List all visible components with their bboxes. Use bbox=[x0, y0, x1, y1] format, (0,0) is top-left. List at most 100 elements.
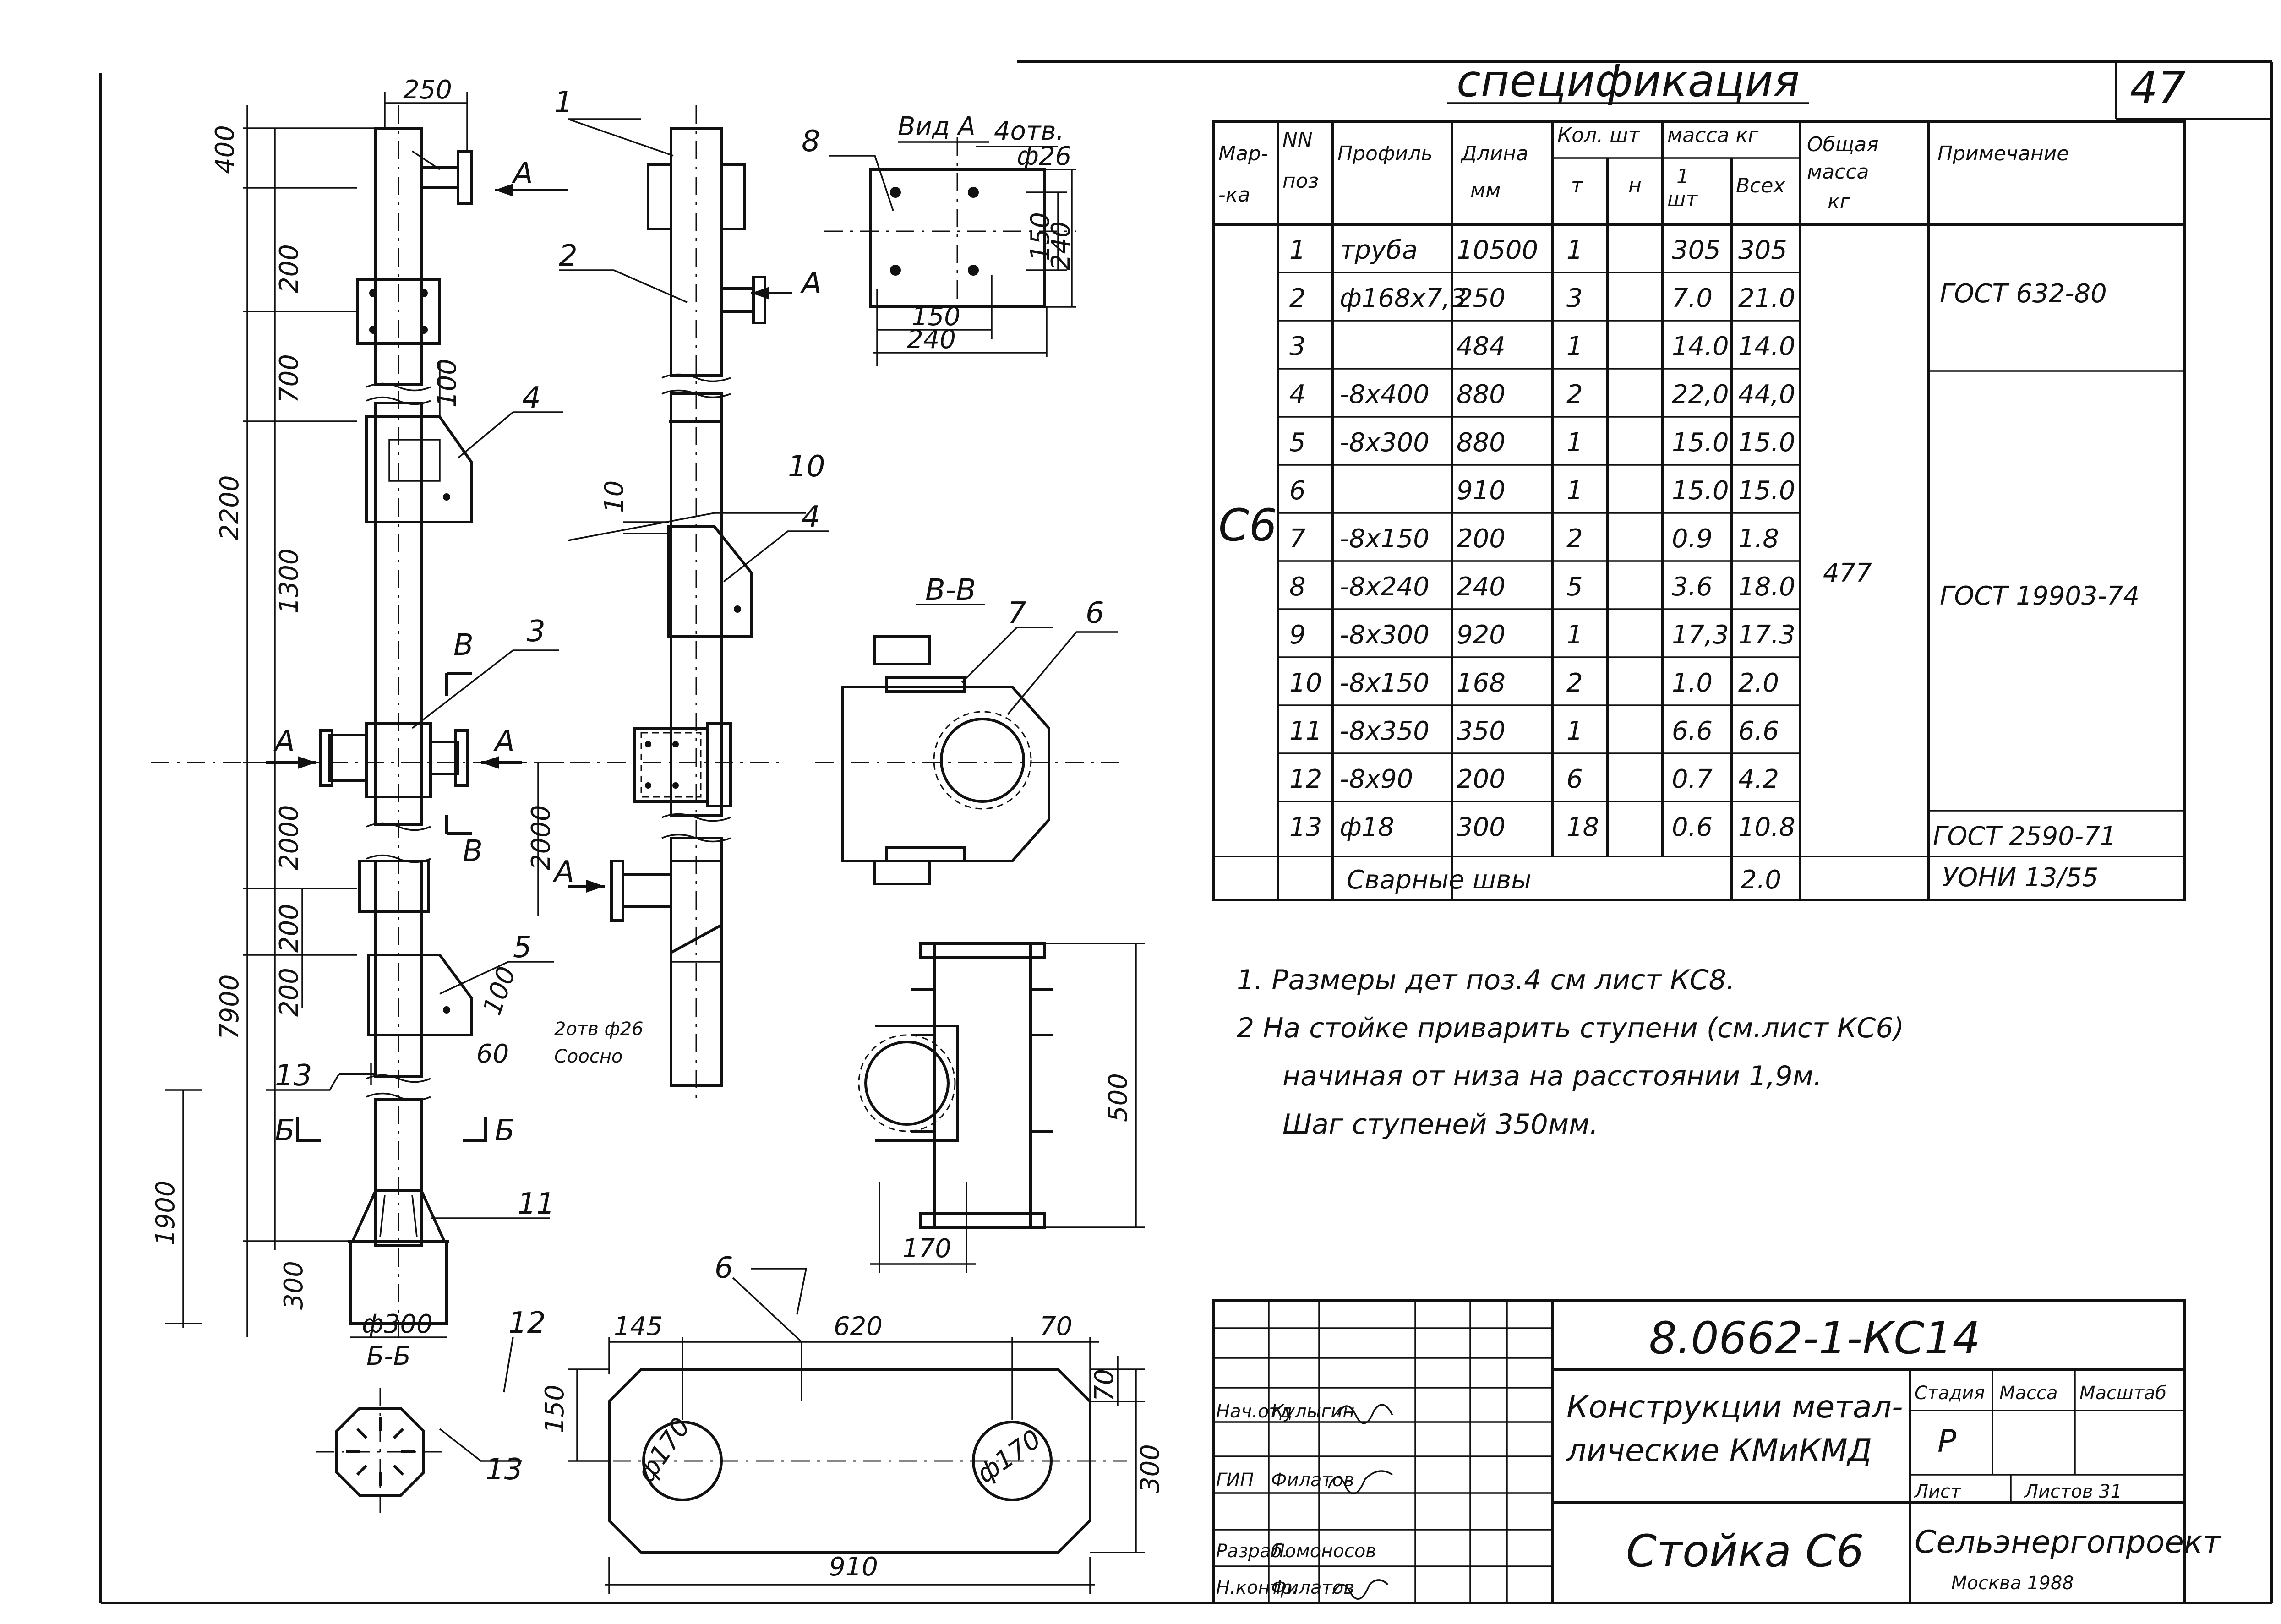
role-1: Нач.отд bbox=[1216, 1401, 1292, 1422]
pos-10-leader: 10 bbox=[788, 450, 825, 484]
section-label-bb-right: Б bbox=[495, 1114, 515, 1148]
pos-7-leader: 7 bbox=[1008, 596, 1026, 630]
pos-11-leader: 12 bbox=[508, 1306, 546, 1340]
spec-cell-profile: -8х350 bbox=[1340, 716, 1430, 746]
dim-f300: ф300 bbox=[362, 1309, 433, 1339]
spec-cell-pos: 5 bbox=[1289, 428, 1306, 458]
spec-cell-profile: -8х300 bbox=[1340, 428, 1430, 458]
org-city-year: Москва 1988 bbox=[1951, 1573, 2074, 1594]
title-block bbox=[1212, 1299, 2186, 1604]
note-line-1: 1. Размеры дет поз.4 см лист КС8. bbox=[1237, 964, 1735, 996]
spec-cell-length: 920 bbox=[1457, 620, 1506, 650]
section-bb-title: Б-Б bbox=[366, 1341, 411, 1371]
pos-2-leader: 2 bbox=[559, 239, 578, 273]
spec-cell-t: 1 bbox=[1566, 620, 1583, 650]
main-dimension-lines bbox=[165, 92, 468, 1338]
view-a-title: Вид А bbox=[898, 112, 976, 142]
side-dim-2000: 2000 bbox=[526, 805, 556, 870]
section-label-a-top: А bbox=[511, 157, 533, 191]
spec-cell-one: 7.0 bbox=[1672, 283, 1713, 313]
spec-cell-profile: -8х240 bbox=[1340, 572, 1430, 602]
spec-cell-length: 10500 bbox=[1457, 235, 1538, 265]
hole-note-2: Соосно bbox=[554, 1046, 623, 1067]
side-elevation bbox=[536, 105, 792, 1099]
spec-title: спецификация bbox=[1457, 55, 1800, 107]
spec-cell-profile: труба bbox=[1340, 235, 1418, 265]
spec-header-note: Примечание bbox=[1937, 142, 2069, 165]
pos-13-leader: 13 bbox=[275, 1059, 312, 1093]
project-title-1: Конструкции метал- bbox=[1566, 1389, 1903, 1425]
dim-7900: 7900 bbox=[215, 974, 245, 1040]
spec-cell-length: 240 bbox=[1457, 572, 1506, 602]
spec-cell-length: 200 bbox=[1457, 764, 1506, 794]
spec-cell-all: 10.8 bbox=[1738, 812, 1795, 842]
sheets-label: Листов 31 bbox=[2024, 1481, 2122, 1502]
view-a-dim-150-h: 150 bbox=[911, 302, 960, 332]
spec-cell-all: 17.3 bbox=[1738, 620, 1795, 650]
dim-60: 60 bbox=[476, 1039, 509, 1069]
vv-leaders bbox=[961, 627, 1118, 715]
spec-cell-length: 880 bbox=[1457, 428, 1506, 458]
spec-cell-pos: 11 bbox=[1289, 716, 1322, 746]
plan-dim-170: 170 bbox=[902, 1234, 951, 1264]
role-2: ГИП bbox=[1216, 1470, 1254, 1491]
spec-cell-length: 484 bbox=[1457, 332, 1506, 361]
spec-cell-all: 6.6 bbox=[1738, 716, 1779, 746]
spec-cell-one: 0.7 bbox=[1672, 764, 1713, 794]
spec-cell-pos: 13 bbox=[1289, 812, 1322, 842]
plate-dim-145: 145 bbox=[614, 1312, 663, 1341]
view-a-dim-240-h: 240 bbox=[907, 325, 956, 354]
plan-dim-500: 500 bbox=[1103, 1073, 1133, 1122]
spec-note-gost-632: ГОСТ 632-80 bbox=[1940, 279, 2107, 309]
dim-1300: 1300 bbox=[274, 548, 304, 614]
drawing-name: Стойка С6 bbox=[1626, 1526, 1864, 1577]
section-label-b-bottom: В bbox=[463, 834, 483, 868]
pos-4-leader-side: 4 bbox=[802, 500, 820, 534]
dim-2000: 2000 bbox=[274, 805, 304, 870]
note-line-3: начиная от низа на расстоянии 1,9м. bbox=[1282, 1060, 1822, 1092]
view-a-dim-150-v: 150 bbox=[1026, 212, 1055, 261]
dim-1900: 1900 bbox=[151, 1180, 180, 1246]
side-dim-10: 10 bbox=[600, 480, 629, 513]
pos-6-leader-vv: 6 bbox=[1086, 596, 1104, 630]
spec-cell-length: 880 bbox=[1457, 380, 1506, 409]
spec-total-mass: 477 bbox=[1823, 558, 1872, 588]
spec-cell-all: 1.8 bbox=[1738, 524, 1779, 554]
spec-cell-one: 14.0 bbox=[1672, 332, 1729, 361]
spec-cell-pos: 2 bbox=[1289, 283, 1306, 313]
spec-cell-profile: ф168х7,3 bbox=[1340, 283, 1467, 313]
spec-cell-all: 305 bbox=[1738, 235, 1787, 265]
name-3: Ломоносов bbox=[1270, 1541, 1376, 1562]
dim-700: 700 bbox=[274, 354, 304, 403]
spec-cell-pos: 1 bbox=[1289, 235, 1306, 265]
spec-cell-one: 305 bbox=[1672, 235, 1721, 265]
spec-header-qty: Кол. шт bbox=[1557, 124, 1641, 147]
spec-cell-one: 17,3 bbox=[1672, 620, 1729, 650]
spec-cell-pos: 4 bbox=[1289, 380, 1306, 409]
section-vv-title: В-В bbox=[925, 573, 976, 607]
main-elevation bbox=[151, 105, 582, 1351]
plate-dim-300: 300 bbox=[1135, 1444, 1165, 1493]
note-line-4: Шаг ступеней 350мм. bbox=[1282, 1108, 1598, 1140]
spec-note-gost-2590: ГОСТ 2590-71 bbox=[1933, 822, 2116, 851]
spec-cell-all: 15.0 bbox=[1738, 428, 1795, 458]
spec-cell-t: 1 bbox=[1566, 332, 1583, 361]
spec-header-pos-2: поз bbox=[1282, 169, 1319, 193]
spec-cell-one: 0.6 bbox=[1672, 812, 1713, 842]
pos-12-leader: 13 bbox=[486, 1453, 523, 1487]
signature-3 bbox=[1332, 1579, 1389, 1600]
sheet-label: Лист bbox=[1914, 1481, 1962, 1502]
view-a bbox=[824, 137, 1076, 366]
pos-3-leader: 3 bbox=[527, 615, 546, 649]
section-label-a-right: А bbox=[493, 725, 515, 758]
spec-cell-profile: -8х300 bbox=[1340, 620, 1430, 650]
plate-dim-70-h: 70 bbox=[1040, 1312, 1072, 1341]
spec-header-mass-one-2: шт bbox=[1667, 188, 1698, 211]
spec-cell-all: 14.0 bbox=[1738, 332, 1795, 361]
dim-400: 400 bbox=[210, 125, 240, 174]
spec-header-total-2: масса bbox=[1807, 160, 1869, 184]
spec-header-total: Общая bbox=[1807, 133, 1879, 156]
section-vv-view bbox=[815, 635, 1127, 885]
section-label-b-top: В bbox=[453, 628, 474, 662]
